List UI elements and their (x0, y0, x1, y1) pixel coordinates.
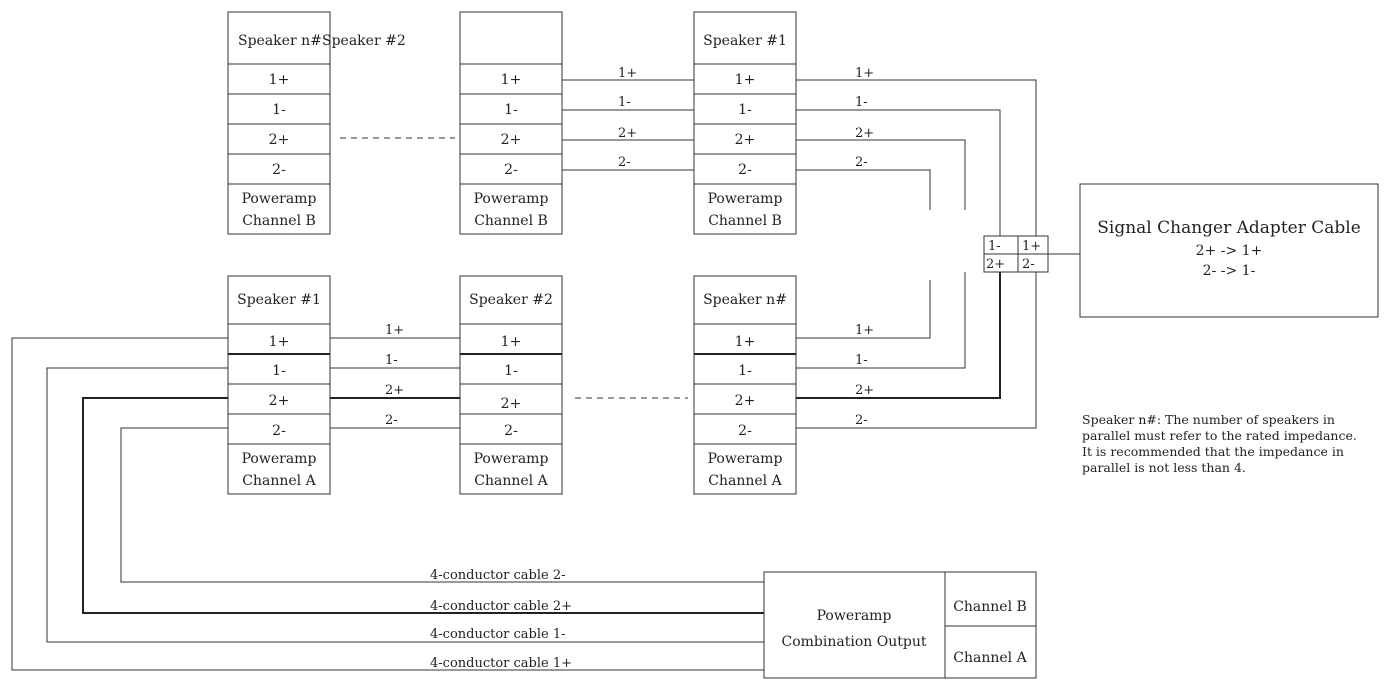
terminal-label: 1- (738, 363, 752, 379)
terminal-label: 1+ (269, 334, 290, 350)
top-box-1-title: Speaker n# (238, 33, 322, 49)
terminal-label: 1- (504, 363, 518, 379)
cable-label: 4-conductor cable 2- (430, 568, 566, 583)
terminal-label: 1+ (269, 72, 290, 88)
channel-label: Channel A (474, 473, 548, 489)
top-speaker-box-3: Speaker #1 1+ 1- 2+ 2- Poweramp Channel … (693, 11, 797, 235)
channel-label: Poweramp (474, 451, 549, 467)
terminal-label: 2- (738, 423, 752, 439)
top-speaker-box-1: Speaker n# Speaker #2 1+ 1- 2+ 2- Powera… (227, 11, 406, 235)
top-box-3-title: Speaker #1 (703, 33, 787, 49)
adapter-mapping-1: 2+ -> 1+ (1196, 243, 1263, 259)
wire-label: 2+ (385, 383, 404, 398)
top-mid-wires: 1+ 1- 2+ 2- (562, 66, 694, 171)
wire-label: 1+ (855, 66, 874, 81)
wire-label: 2- (618, 155, 631, 170)
terminal-label: 1+ (735, 72, 756, 88)
wire-label: 2+ (855, 383, 874, 398)
connector-cell: 2+ (986, 257, 1005, 272)
top-speaker-box-2: 1+ 1- 2+ 2- Poweramp Channel B (459, 11, 563, 235)
terminal-label: 1- (272, 102, 286, 118)
note-line: parallel is not less than 4. (1082, 460, 1246, 475)
wire-label: 1- (855, 95, 868, 110)
terminal-label: 2+ (735, 393, 756, 409)
adapter-box: Signal Changer Adapter Cable 2+ -> 1+ 2-… (1079, 183, 1379, 318)
top-box-1-title-2: Speaker #2 (322, 33, 406, 49)
channel-label: Poweramp (708, 451, 783, 467)
wire-label: 1+ (385, 323, 404, 338)
poweramp-output-box: Poweramp Combination Output Channel B Ch… (763, 571, 1037, 679)
connector-cell: 1- (988, 239, 1001, 254)
bottom-speaker-box-3: Speaker n# 1+ 1- 2+ 2- Poweramp Channel … (693, 275, 797, 495)
bottom-box-1-title: Speaker #1 (237, 292, 321, 308)
channel-label: Poweramp (474, 191, 549, 207)
wire-label: 2- (385, 413, 398, 428)
channel-label: Channel B (474, 213, 548, 229)
terminal-label: 1- (504, 102, 518, 118)
wire-label: 2- (855, 155, 868, 170)
bottom-box-2-title: Speaker #2 (469, 292, 553, 308)
output-title-2: Combination Output (782, 634, 927, 650)
output-channel-a: Channel A (953, 650, 1027, 666)
bottom-right-wires: 1+ 1- 2+ 2- (796, 272, 1037, 429)
bottom-speaker-box-1: Speaker #1 1+ 1- 2+ 2- Poweramp Channel … (227, 275, 331, 495)
terminal-label: 2+ (501, 396, 522, 412)
adapter-title: Signal Changer Adapter Cable (1097, 218, 1361, 238)
connector-cell: 2- (1022, 257, 1035, 272)
cable-label: 4-conductor cable 2+ (430, 599, 572, 614)
adapter-mapping-2: 2- -> 1- (1203, 263, 1256, 279)
cable-label: 4-conductor cable 1- (430, 627, 566, 642)
wire-label: 2+ (855, 126, 874, 141)
note-line: Speaker n#: The number of speakers in (1082, 412, 1335, 427)
terminal-label: 2+ (735, 132, 756, 148)
four-conductor-cables: 4-conductor cable 2- 4-conductor cable 2… (11, 337, 764, 671)
terminal-label: 2- (272, 162, 286, 178)
channel-label: Poweramp (242, 191, 317, 207)
terminal-label: 1+ (735, 334, 756, 350)
bottom-box-3-title: Speaker n# (703, 292, 787, 308)
terminal-label: 2- (738, 162, 752, 178)
terminal-label: 1- (738, 102, 752, 118)
bottom-mid-wires: 1+ 1- 2+ 2- (330, 323, 460, 429)
output-channel-b: Channel B (953, 599, 1027, 615)
channel-label: Channel B (708, 213, 782, 229)
channel-label: Channel A (242, 473, 316, 489)
terminal-label: 2- (504, 162, 518, 178)
wire-label: 2- (855, 413, 868, 428)
cable-label: 4-conductor cable 1+ (430, 656, 572, 671)
wire-label: 1- (855, 353, 868, 368)
top-right-wires: 1+ 1- 2+ 2- (796, 66, 1037, 236)
speaker-note: Speaker n#: The number of speakers in pa… (1082, 412, 1357, 475)
note-line: It is recommended that the impedance in (1082, 444, 1344, 459)
signal-connector: 1- 1+ 2+ 2- (983, 235, 1049, 273)
connector-cell: 1+ (1022, 239, 1041, 254)
terminal-label: 1+ (501, 334, 522, 350)
terminal-label: 2+ (269, 393, 290, 409)
wire-label: 1- (385, 353, 398, 368)
terminal-label: 2+ (269, 132, 290, 148)
terminal-label: 2- (504, 423, 518, 439)
wire-label: 1+ (618, 66, 637, 81)
output-title-1: Poweramp (817, 608, 892, 624)
bottom-speaker-box-2: Speaker #2 1+ 1- 2+ 2- Poweramp Channel … (459, 275, 563, 495)
wire-label: 2+ (618, 126, 637, 141)
terminal-label: 2+ (501, 132, 522, 148)
terminal-label: 2- (272, 423, 286, 439)
terminal-label: 1- (272, 363, 286, 379)
channel-label: Channel B (242, 213, 316, 229)
note-line: parallel must refer to the rated impedan… (1082, 428, 1357, 443)
channel-label: Poweramp (708, 191, 783, 207)
wire-label: 1+ (855, 323, 874, 338)
channel-label: Channel A (708, 473, 782, 489)
wire-label: 1- (618, 95, 631, 110)
terminal-label: 1+ (501, 72, 522, 88)
channel-label: Poweramp (242, 451, 317, 467)
